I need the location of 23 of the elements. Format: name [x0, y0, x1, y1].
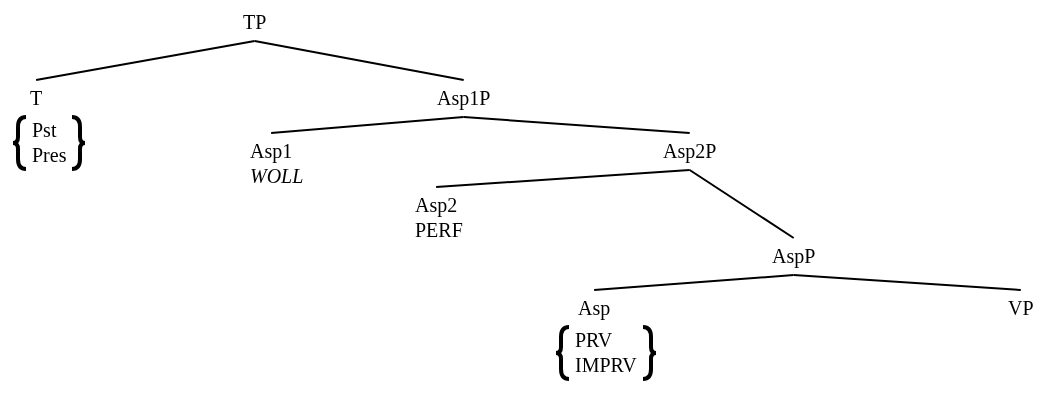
tree-branch [593, 274, 795, 291]
tree-branch [270, 116, 465, 134]
tree-branch [253, 40, 465, 81]
tree-branch [35, 40, 256, 81]
tree-branch [688, 169, 795, 239]
node-label: PERF [415, 218, 463, 243]
node-label: PRV [575, 328, 614, 353]
tree-branch [462, 116, 691, 134]
node-label: IMPRV [575, 353, 637, 378]
node-label: Asp1P [437, 86, 491, 111]
node-label: T [30, 86, 43, 111]
tree-branch [792, 274, 1022, 291]
node-label: Asp [578, 296, 611, 321]
node-label: Pst [32, 118, 58, 143]
node-label: VP [1008, 296, 1034, 321]
node-label: AspP [772, 244, 816, 269]
tree-branch [435, 169, 691, 188]
node-label: Asp1 [250, 139, 293, 164]
node-label: TP [243, 10, 267, 35]
node-label: Pres [32, 143, 67, 168]
node-label: Asp2P [663, 139, 717, 164]
node-label: Asp2 [415, 193, 458, 218]
node-label: WOLL [250, 164, 304, 189]
